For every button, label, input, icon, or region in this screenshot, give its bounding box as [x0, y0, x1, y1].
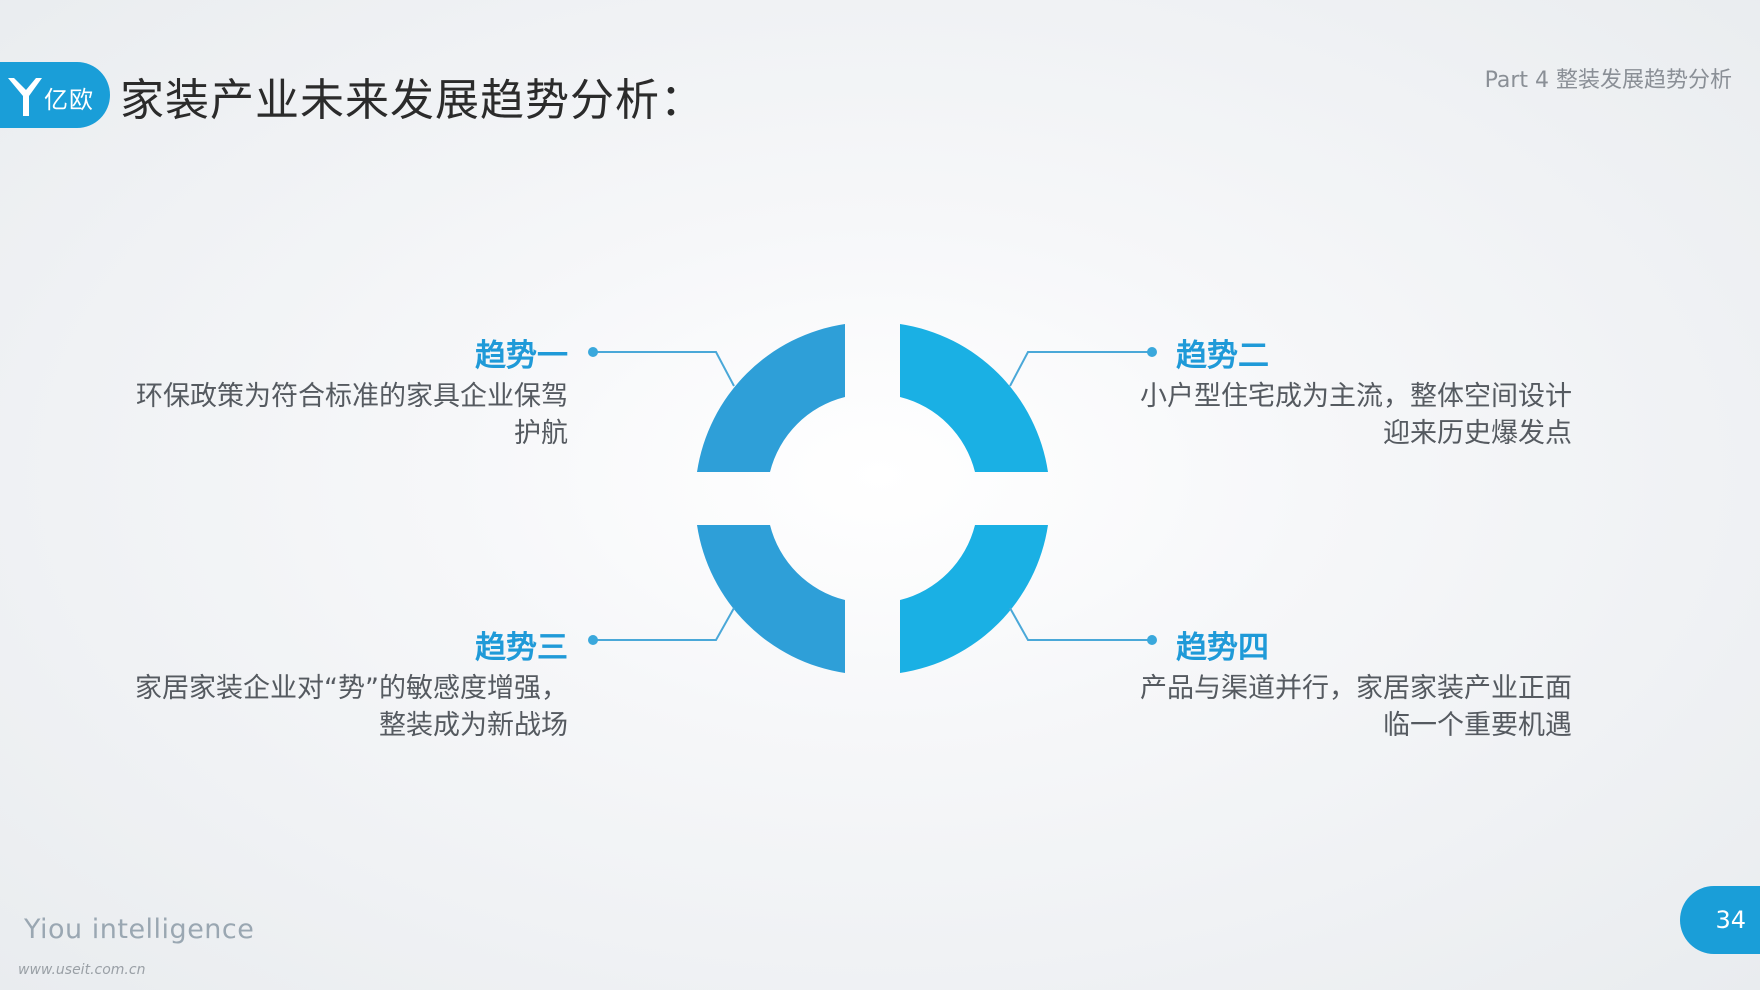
- trend-1-title: 趋势一: [475, 338, 568, 374]
- page-title: 家装产业未来发展趋势分析：: [120, 75, 705, 126]
- quadrant-top-right: [900, 324, 1048, 472]
- quadrant-top-left: [697, 324, 845, 472]
- connector-dot-4: [1147, 635, 1157, 645]
- trend-3-text: 家居家装企业对“势”的敏感度增强，整装成为新战场: [135, 673, 568, 741]
- trend-4-title: 趋势四: [1176, 630, 1269, 666]
- trend-4-text: 产品与渠道并行，家居家装产业正面临一个重要机遇: [1140, 673, 1572, 741]
- connector-3: [593, 607, 735, 641]
- connector-1: [593, 351, 735, 387]
- connector-dot-2: [1147, 347, 1157, 357]
- footer-brand: Yiou intelligence: [24, 914, 255, 945]
- page-number: 34: [1715, 906, 1746, 934]
- page-number-badge: 34: [1680, 886, 1760, 954]
- trend-2-text: 小户型住宅成为主流，整体空间设计迎来历史爆发点: [1140, 381, 1572, 449]
- footer-url: www.useit.com.cn: [18, 962, 146, 978]
- section-label: Part 4 整装发展趋势分析: [1484, 68, 1732, 93]
- yiou-logo-icon: [8, 78, 42, 116]
- quadrant-bottom-left: [697, 525, 845, 673]
- connector-dot-1: [588, 347, 598, 357]
- trend-3-title: 趋势三: [475, 630, 568, 666]
- trend-2-title: 趋势二: [1176, 338, 1269, 374]
- logo-text: 亿欧: [44, 86, 94, 114]
- connector-2: [1009, 351, 1152, 387]
- logo-badge: 亿欧: [0, 62, 110, 128]
- connector-4: [1009, 607, 1152, 641]
- connector-dot-3: [588, 635, 598, 645]
- quadrant-bottom-right: [900, 525, 1048, 673]
- trend-1-text: 环保政策为符合标准的家具企业保驾护航: [136, 381, 568, 449]
